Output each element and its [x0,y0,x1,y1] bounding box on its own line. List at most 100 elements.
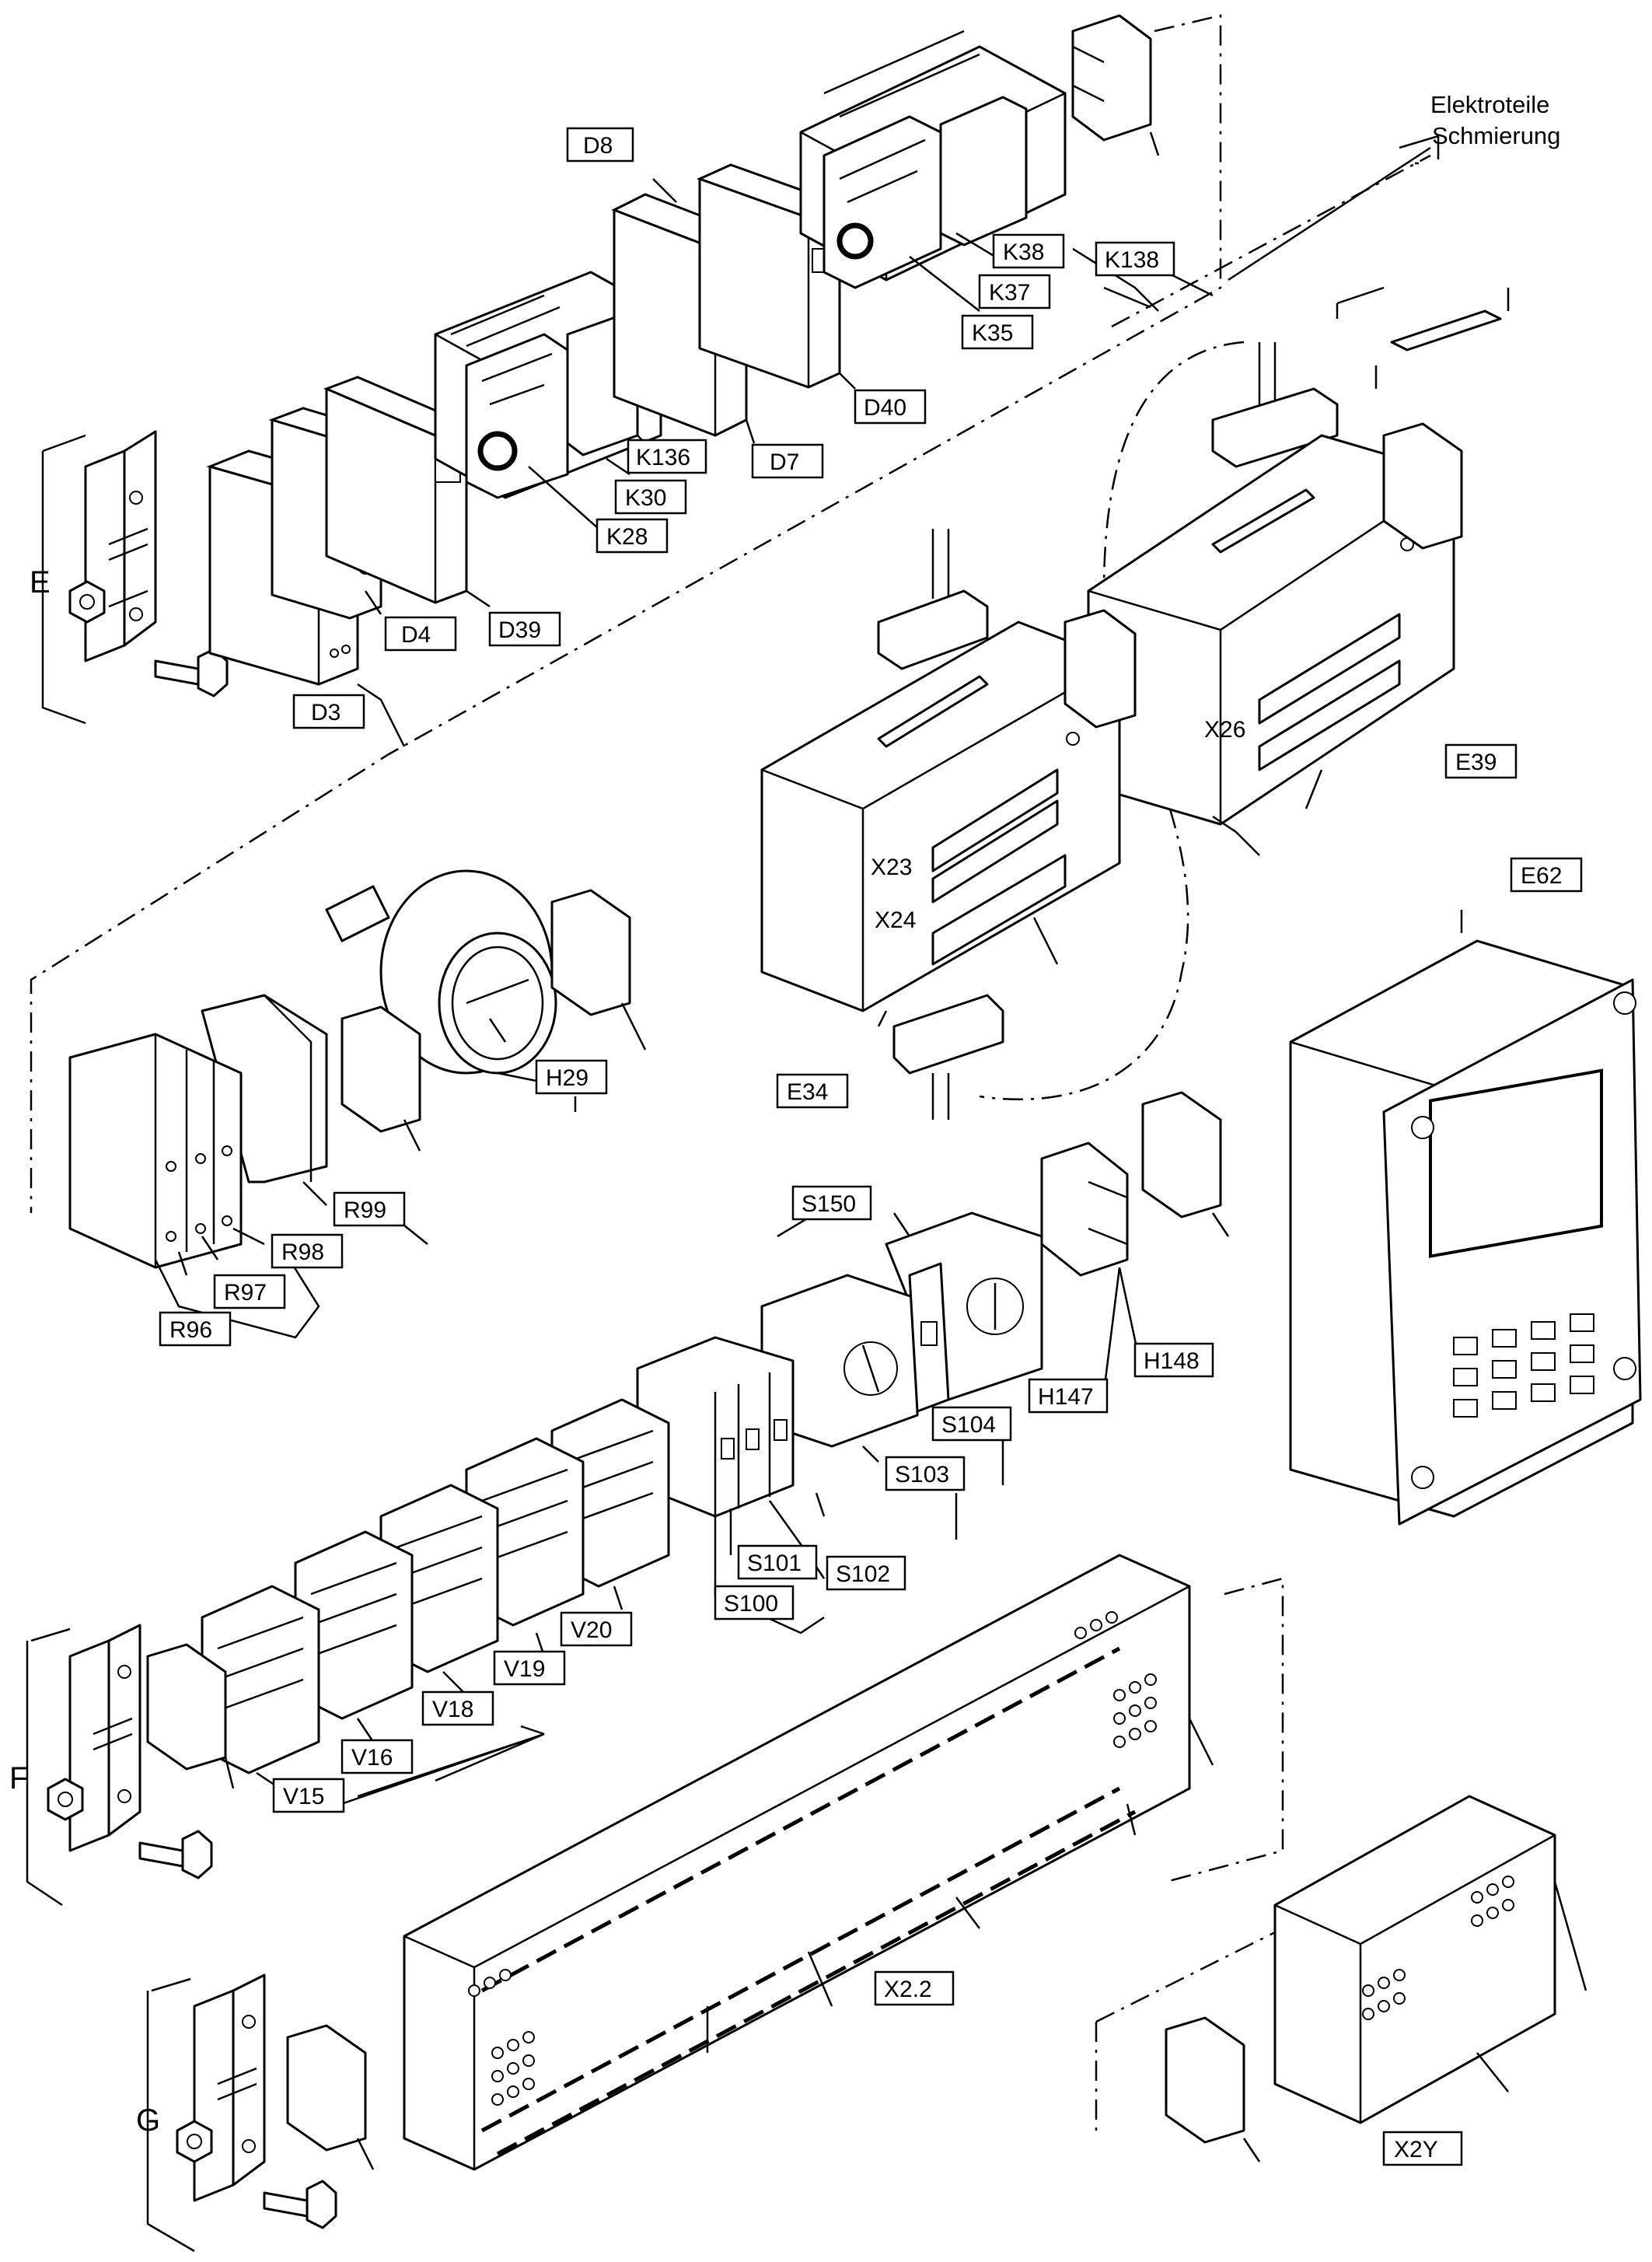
svg-text:X2Y: X2Y [1394,2137,1438,2162]
note-leader [1399,135,1440,159]
resistor-block-r96-r98 [68,1033,243,1269]
callout-h147: H147 [1028,1378,1109,1414]
callout-d40: D40 [854,389,927,425]
callout-d4: D4 [384,616,457,652]
terminal-block-x2y [1273,1795,1556,2124]
svg-text:K38: K38 [1003,239,1044,265]
svg-text:D39: D39 [498,617,541,643]
svg-text:D40: D40 [864,395,906,421]
label-x26: X26 [1204,717,1245,743]
svg-text:V18: V18 [432,1697,473,1722]
terminal-clip-x2y [1165,2016,1245,2144]
operator-panel-e62 [1289,939,1642,1526]
svg-text:D4: D4 [401,622,431,648]
boundary-x2y [1095,1927,1284,2131]
callout-v20: V20 [560,1611,633,1647]
label-x23: X23 [871,855,912,880]
boundary-upper-relay-group [30,14,1222,1213]
indicator-h147-h148 [1040,1141,1129,1277]
callout-v18: V18 [421,1690,494,1726]
callout-s104: S104 [931,1406,1012,1442]
svg-text:S150: S150 [802,1191,856,1217]
switch-s103 [760,1274,919,1448]
svg-text:E34: E34 [787,1079,828,1105]
terminal-clip-top [1071,14,1152,142]
callout-r96: R96 [159,1311,232,1347]
cable-connector-top [1211,342,1339,468]
svg-text:K136: K136 [636,445,690,470]
boundary-terminal-strip [1165,1577,1284,1883]
callout-r99: R99 [333,1191,406,1227]
svg-text:H148: H148 [1144,1348,1200,1374]
switch-s104 [908,1262,950,1413]
svg-text:D8: D8 [583,133,613,159]
connector-strip-top-right [1336,286,1510,389]
callout-r97: R97 [213,1274,286,1309]
rectifier-v15 [201,1585,320,1774]
note-line1: Elektroteile [1430,91,1549,118]
callout-s101: S101 [737,1544,818,1580]
control-box-e34 [760,621,1121,1012]
svg-text:H147: H147 [1038,1384,1094,1410]
callout-k138: K138 [1095,241,1175,277]
callout-x2y: X2Y [1382,2131,1463,2166]
svg-text:S102: S102 [836,1561,890,1587]
callout-k37: K37 [978,274,1051,309]
callout-x2-2: X2.2 [874,1970,955,2006]
callout-v19: V19 [493,1650,566,1686]
terminal-clip-f [146,1643,227,1771]
bracket-f [26,1624,141,1907]
svg-text:X2.2: X2.2 [884,1977,932,2002]
callout-k30: K30 [614,479,687,515]
bracket-e [41,430,157,725]
nut-e-icon [68,580,106,624]
terminal-clip-h29 [550,889,631,1016]
callout-e62: E62 [1510,857,1583,893]
callout-k38: K38 [992,233,1065,269]
svg-text:S103: S103 [895,1462,949,1488]
callout-d3: D3 [292,694,365,729]
keypad-icon [1453,1313,1594,1418]
svg-text:E62: E62 [1521,863,1562,889]
nut-g-icon [176,2120,213,2163]
bolt-g-icon [263,2180,337,2229]
svg-text:R96: R96 [169,1317,212,1343]
callout-v15: V15 [272,1778,345,1813]
callout-e34: E34 [776,1073,849,1109]
bolt-e-icon [154,648,229,697]
svg-text:K37: K37 [989,280,1030,306]
control-box-e39 [1087,434,1455,826]
switch-s150 [885,1211,1043,1401]
svg-text:K35: K35 [972,320,1013,346]
svg-text:H29: H29 [546,1065,589,1091]
svg-text:K28: K28 [606,524,648,550]
callout-d8: D8 [566,127,634,163]
svg-text:R99: R99 [344,1197,386,1223]
svg-text:K138: K138 [1105,247,1159,273]
switch-block-s100-s102 [636,1336,795,1518]
svg-text:R97: R97 [224,1280,267,1306]
svg-text:V16: V16 [351,1745,393,1771]
callout-h148: H148 [1133,1342,1214,1378]
relay-block-k28-k136 [434,271,662,499]
cable-connector-bottom [892,994,1004,1120]
svg-text:S100: S100 [724,1591,778,1617]
svg-text:V19: V19 [504,1656,545,1682]
resistor-r99 [201,994,328,1183]
group-g-letter: G [136,2103,160,2138]
svg-text:K30: K30 [625,485,666,511]
callout-v16: V16 [341,1739,414,1774]
svg-text:R98: R98 [281,1239,324,1265]
callout-s103: S103 [885,1456,966,1491]
callout-d39: D39 [488,611,561,647]
group-f-letter: F [9,1761,28,1795]
terminal-clip-r99 [341,1005,421,1133]
callout-s102: S102 [826,1555,906,1591]
note-line [1228,146,1431,281]
nut-f-icon [47,1778,84,1821]
callout-s150: S150 [791,1185,872,1221]
callout-k35: K35 [961,314,1034,350]
bolt-f-icon [138,1830,213,1879]
callout-k28: K28 [595,518,669,554]
